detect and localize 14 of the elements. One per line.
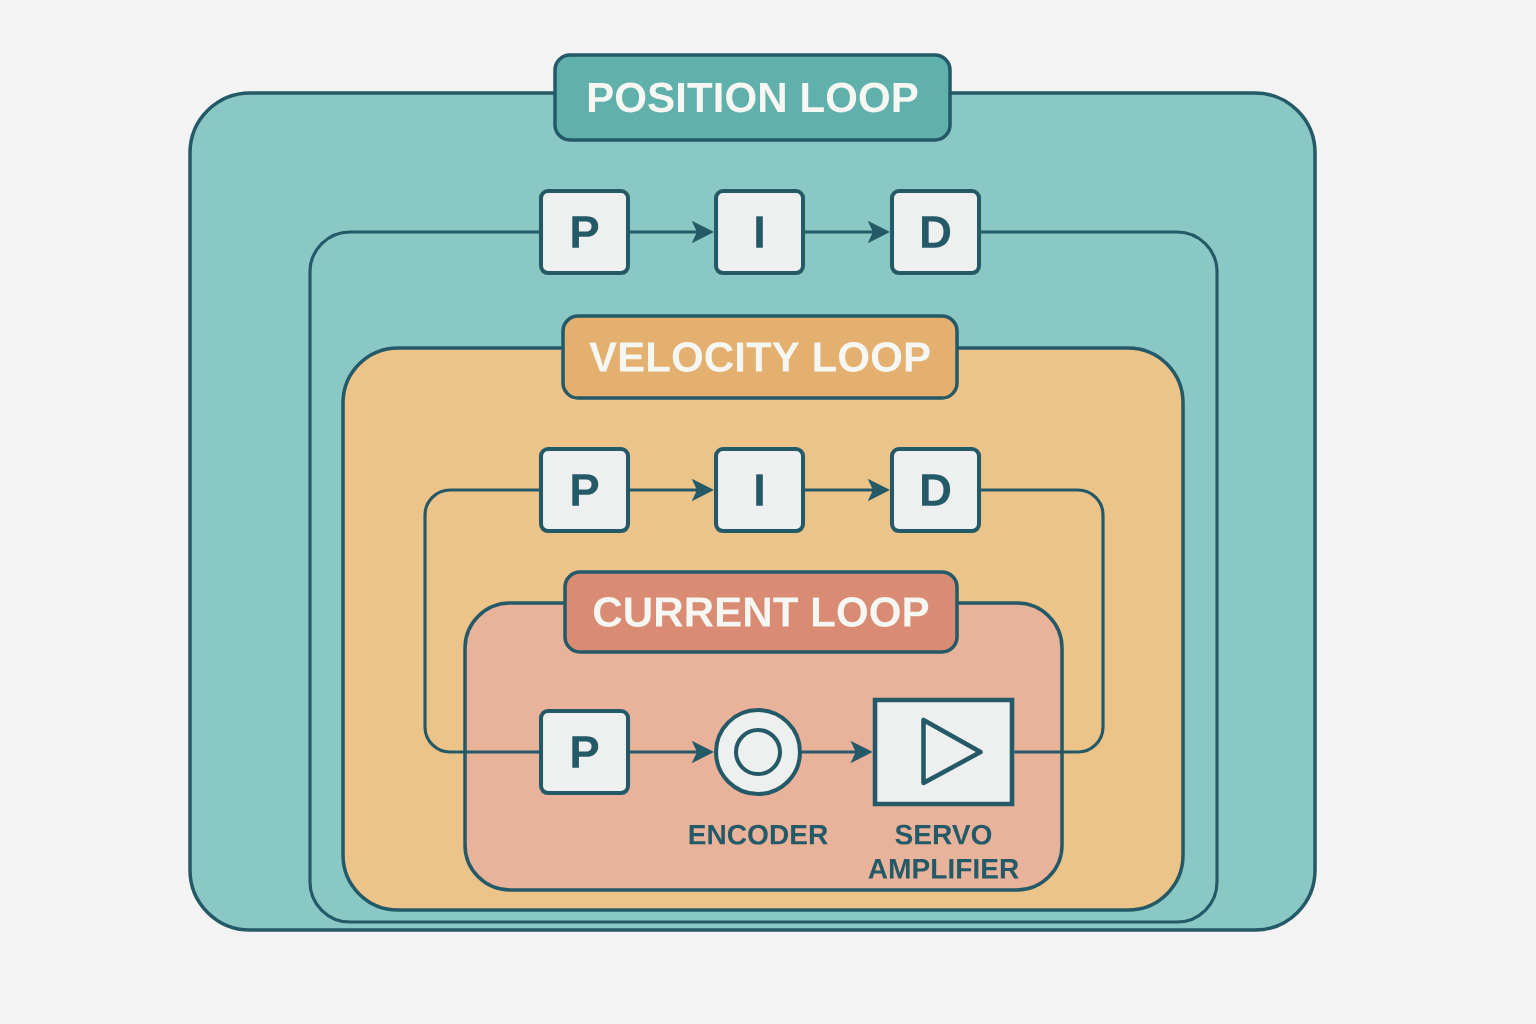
heading-tab: VELOCITY LOOP	[561, 314, 959, 400]
block-box: D	[890, 189, 982, 276]
heading-tab: CURRENT LOOP	[563, 570, 959, 654]
connector-line	[423, 488, 539, 754]
block-box: P	[539, 709, 631, 796]
symbol-caption: SERVO AMPLIFIER	[868, 824, 1019, 879]
heading-tab: POSITION LOOP	[553, 53, 952, 142]
symbol-caption: ENCODER	[689, 824, 828, 845]
block-box: D	[890, 447, 982, 534]
block-box: I	[714, 189, 806, 276]
connector-line	[981, 488, 1105, 754]
block-box: I	[714, 447, 806, 534]
block-box: P	[539, 189, 631, 276]
block-box: P	[539, 447, 631, 534]
